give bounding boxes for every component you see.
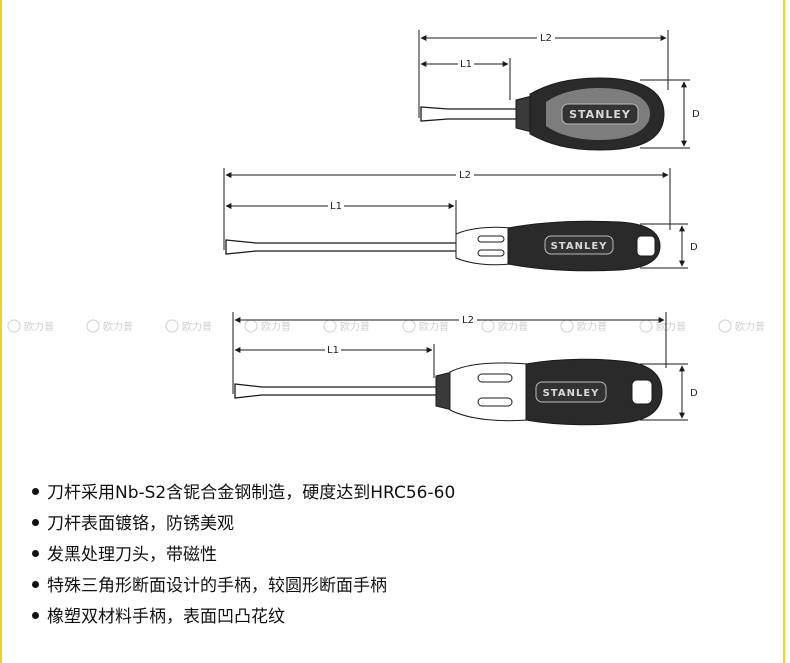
bullet-icon — [32, 518, 39, 526]
blade — [225, 239, 461, 255]
feature-item: 刀杆采用Nb-S2含铌合金钢制造，硬度达到HRC56-60 — [32, 478, 455, 509]
watermark-text: 欧力普 — [261, 320, 291, 333]
hang-hole — [631, 379, 653, 405]
watermark-logo: 欧力普 — [323, 319, 370, 333]
watermark-logo: 欧力普 — [165, 319, 212, 333]
check-circle-icon — [402, 319, 416, 333]
label-bg — [459, 313, 477, 325]
check-circle-icon — [481, 319, 495, 333]
feature-text: 刀杆表面镀铬，防锈美观 — [47, 514, 234, 534]
screwdriver-dimension-diagram: 欧力普 欧力普 欧力普 欧力普 欧力普 欧力普 欧力普 欧力普 欧力普 欧力普 L2 L1 D S… — [7, 30, 765, 426]
watermark-logo: 欧力普 — [7, 319, 54, 333]
watermark-logo: 欧力普 — [86, 319, 133, 333]
dim-label-d: D — [690, 388, 698, 399]
watermark-text: 欧力普 — [103, 320, 133, 333]
watermark-text: 欧力普 — [340, 320, 370, 333]
watermark-logo: 欧力普 — [560, 319, 607, 333]
watermark-text: 欧力普 — [577, 320, 607, 333]
check-circle-icon — [7, 319, 21, 333]
dim-label-l1: L1 — [460, 59, 472, 70]
hang-hole — [636, 235, 656, 257]
check-circle-icon — [165, 319, 179, 333]
watermark-text: 欧力普 — [498, 320, 528, 333]
bullet-icon — [32, 549, 39, 557]
check-circle-icon — [639, 319, 653, 333]
feature-list: 刀杆采用Nb-S2含铌合金钢制造，硬度达到HRC56-60 刀杆表面镀铬，防锈美… — [32, 478, 455, 633]
label-bg — [537, 31, 555, 43]
label-bg — [458, 57, 474, 69]
frame-border-left — [0, 0, 2, 663]
neck-groove — [477, 249, 505, 257]
blade — [234, 383, 443, 399]
watermark-logo: 欧力普 — [718, 319, 765, 333]
watermark-text: 欧力普 — [656, 320, 686, 333]
check-circle-icon — [86, 319, 100, 333]
dim-label-l2: L2 — [459, 170, 471, 181]
brand-plate — [535, 381, 607, 403]
neck-groove — [477, 373, 513, 383]
watermark-text: 欧力普 — [419, 320, 449, 333]
feature-item: 特殊三角形断面设计的手柄，较圆形断面手柄 — [32, 571, 455, 602]
brand-logo: STANLEY — [569, 108, 631, 121]
watermark-text: 欧力普 — [24, 320, 54, 333]
dim-label-l2: L2 — [462, 315, 474, 326]
screwdriver-long: L2 L1 D STANLEY — [223, 168, 698, 272]
watermark-logo: 欧力普 — [481, 319, 528, 333]
check-circle-icon — [718, 319, 732, 333]
brand-plate — [544, 235, 614, 255]
handle-neck — [449, 362, 529, 422]
feature-text: 特殊三角形断面设计的手柄，较圆形断面手柄 — [47, 576, 387, 596]
handle-neck — [455, 226, 511, 266]
screwdriver-medium: L2 L1 D STANLEY — [232, 312, 698, 426]
check-circle-icon — [244, 319, 258, 333]
bullet-icon — [32, 487, 39, 495]
neck-groove — [477, 235, 505, 243]
screwdriver-stubby: L2 L1 D STANLEY — [418, 30, 700, 151]
feature-item: 发黑处理刀头，带磁性 — [32, 540, 455, 571]
watermark-text: 欧力普 — [182, 320, 212, 333]
bullet-icon — [32, 611, 39, 619]
dim-label-d: D — [690, 242, 698, 253]
label-bg — [456, 168, 474, 180]
neck-groove — [477, 397, 513, 407]
bullet-icon — [32, 580, 39, 588]
feature-text: 发黑处理刀头，带磁性 — [47, 545, 217, 565]
feature-text: 橡塑双材料手柄，表面凹凸花纹 — [47, 607, 285, 627]
dim-label-l1: L1 — [330, 201, 342, 212]
watermark-logo: 欧力普 — [402, 319, 449, 333]
brand-logo: STANLEY — [551, 241, 608, 252]
brand-logo: STANLEY — [543, 388, 600, 399]
feature-item: 刀杆表面镀铬，防锈美观 — [32, 509, 455, 540]
check-circle-icon — [560, 319, 574, 333]
watermark-logo: 欧力普 — [244, 319, 291, 333]
frame-border-right — [783, 0, 785, 663]
watermark-row: 欧力普 欧力普 欧力普 欧力普 欧力普 欧力普 欧力普 欧力普 欧力普 欧力普 — [7, 319, 765, 333]
watermark-logo: 欧力普 — [639, 319, 686, 333]
dim-label-d: D — [692, 109, 700, 120]
feature-item: 橡塑双材料手柄，表面凹凸花纹 — [32, 602, 455, 633]
label-bg — [328, 199, 344, 211]
watermark-text: 欧力普 — [735, 320, 765, 333]
blade — [420, 106, 521, 122]
brand-plate — [561, 103, 639, 125]
check-circle-icon — [323, 319, 337, 333]
dim-label-l2: L2 — [540, 33, 552, 44]
dim-label-l1: L1 — [327, 345, 339, 356]
feature-text: 刀杆采用Nb-S2含铌合金钢制造，硬度达到HRC56-60 — [47, 483, 456, 503]
label-bg — [325, 343, 341, 355]
